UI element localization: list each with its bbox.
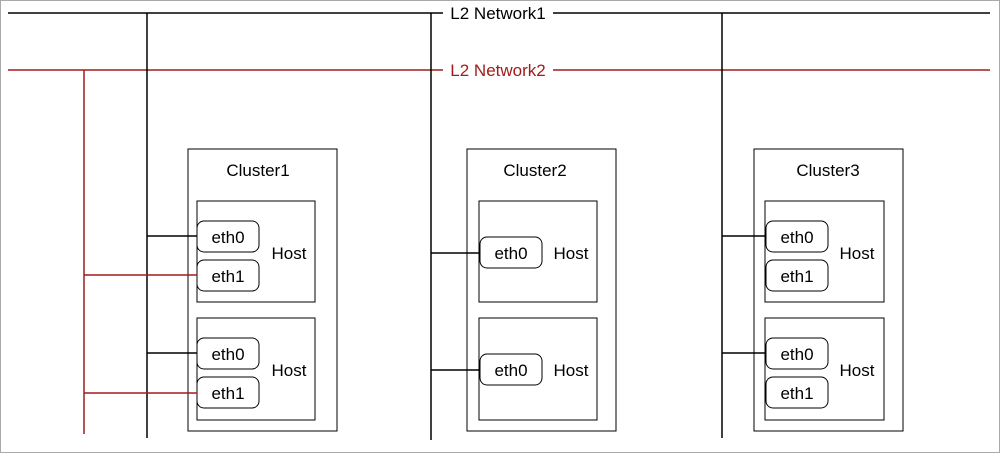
l2-network2-label: L2 Network2 [450, 61, 545, 80]
host-label: Host [840, 361, 875, 380]
host-label: Host [554, 361, 589, 380]
host-box: Host eth0 [478, 200, 598, 303]
l2-network1-label: L2 Network1 [450, 4, 545, 23]
nic-eth1 [765, 376, 829, 409]
nic-label: eth0 [780, 345, 813, 364]
cluster-1: Cluster1 Host eth0 eth1 Host eth0 eth1 [187, 148, 338, 432]
nic-eth1 [765, 259, 829, 292]
cluster-title: Cluster2 [503, 161, 566, 180]
nic-label: eth0 [780, 228, 813, 247]
host-label: Host [272, 361, 307, 380]
nic-label: eth1 [780, 384, 813, 403]
host-box: Host eth0 eth1 [764, 200, 885, 303]
host-box: Host eth0 [478, 317, 598, 421]
l2-network1: L2 Network1 [8, 4, 990, 23]
host-box: Host eth0 eth1 [196, 200, 316, 303]
host-box: Host eth0 eth1 [764, 317, 885, 421]
nic-label: eth1 [780, 267, 813, 286]
host-label: Host [554, 244, 589, 263]
host-box: Host eth0 eth1 [196, 317, 316, 421]
cluster-title: Cluster3 [796, 161, 859, 180]
nic-label: eth1 [211, 267, 244, 286]
cluster-3: Cluster3 Host eth0 eth1 Host eth0 eth1 [753, 148, 904, 432]
cluster-2: Cluster2 Host eth0 Host eth0 [466, 148, 617, 432]
host-label: Host [840, 244, 875, 263]
host-label: Host [272, 244, 307, 263]
nic-label: eth1 [211, 384, 244, 403]
nic-label: eth0 [494, 244, 527, 263]
nic-label: eth0 [211, 345, 244, 364]
cluster-title: Cluster1 [226, 161, 289, 180]
nic-label: eth0 [494, 361, 527, 380]
nic-label: eth0 [211, 228, 244, 247]
l2-network2: L2 Network2 [8, 61, 990, 80]
